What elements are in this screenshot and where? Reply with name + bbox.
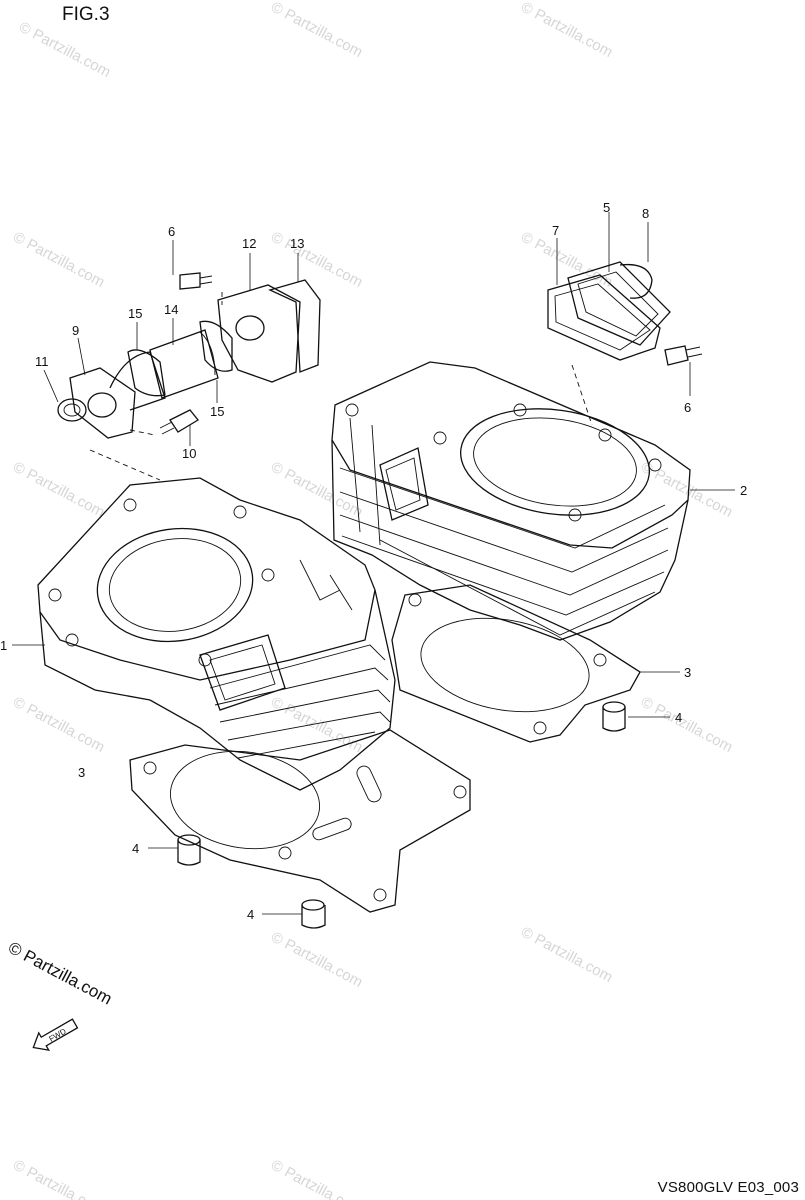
callout-6: 6 <box>168 224 175 239</box>
watermark: © Partzilla.com <box>268 0 365 61</box>
front-base-gasket <box>129 729 471 913</box>
rear-cylinder <box>331 361 691 641</box>
diagram-code: VS800GLV E03_003 <box>657 1179 799 1196</box>
callout-10: 10 <box>182 446 196 461</box>
watermark: © Partzilla.com <box>10 459 107 521</box>
callout-9: 9 <box>72 323 79 338</box>
fwd-label: FWD <box>47 1027 67 1044</box>
cover-and-gasket <box>547 261 703 366</box>
watermark: © Partzilla.com <box>268 694 365 756</box>
watermark: © Partzilla.com <box>268 929 365 991</box>
watermark: © Partzilla.com <box>518 924 615 986</box>
forward-arrow-icon: FWD <box>32 1018 79 1052</box>
callout-15: 15 <box>128 306 142 321</box>
callout-4: 4 <box>675 710 682 725</box>
callout-3: 3 <box>78 765 85 780</box>
watermark: © Partzilla.com <box>10 694 107 756</box>
callout-4: 4 <box>247 907 254 922</box>
front-cylinder <box>37 477 396 791</box>
callout-8: 8 <box>642 206 649 221</box>
callout-3: 3 <box>684 665 691 680</box>
watermark: © Partzilla.com <box>16 19 113 81</box>
leader-lines <box>12 212 735 915</box>
callout-labels: 1 2 3 3 4 4 4 5 6 6 7 8 9 10 11 12 13 14… <box>0 200 747 922</box>
watermark: © Partzilla.com <box>518 229 615 291</box>
callout-13: 13 <box>290 236 304 251</box>
callout-4: 4 <box>132 841 139 856</box>
callout-14: 14 <box>164 302 178 317</box>
callout-2: 2 <box>740 483 747 498</box>
callout-1: 1 <box>0 638 7 653</box>
watermark: © Partzilla.com <box>10 229 107 291</box>
watermark: © Partzilla.com <box>638 694 735 756</box>
figure-title: FIG.3 <box>62 4 110 25</box>
intake-assembly <box>57 272 321 439</box>
watermark: © Partzilla.com <box>268 1157 365 1200</box>
rear-base-gasket <box>391 584 641 743</box>
watermark: © Partzilla.com <box>518 0 615 61</box>
watermark: © Partzilla.com <box>268 229 365 291</box>
callout-5: 5 <box>603 200 610 215</box>
callout-6: 6 <box>684 400 691 415</box>
callout-15: 15 <box>210 404 224 419</box>
callout-12: 12 <box>242 236 256 251</box>
assembly-lines <box>89 292 593 481</box>
watermark: © Partzilla.com <box>10 1157 107 1200</box>
callout-11: 11 <box>35 354 49 369</box>
dowel-pins <box>177 701 626 929</box>
watermark: © Partzilla.com <box>268 459 365 521</box>
callout-7: 7 <box>552 223 559 238</box>
